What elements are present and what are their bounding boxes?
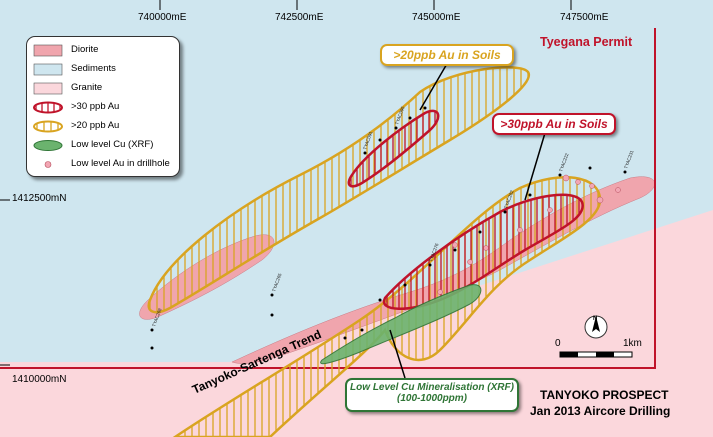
callout-cu-leader <box>389 329 406 379</box>
drillhole-collars <box>150 106 627 350</box>
svg-text:TYAC282: TYAC282 <box>503 189 514 209</box>
easting-label: 740000mE <box>138 12 187 23</box>
northing-label: 1412500mN <box>12 193 67 204</box>
svg-text:TYAC231: TYAC231 <box>623 149 634 169</box>
callout-cu: Low Level Cu Mineralisation (XRF) (100-1… <box>345 378 519 412</box>
legend-item-diorite: Diorite <box>27 42 177 58</box>
easting-label: 745000mE <box>412 12 461 23</box>
callout-30ppb: >30ppb Au in Soils <box>492 113 616 135</box>
scale-bar <box>559 351 633 358</box>
cu-anomaly <box>320 284 482 365</box>
svg-text:TYAC222: TYAC222 <box>558 152 569 172</box>
map-legend: Diorite Sediments Granite >30 ppb Au >20… <box>26 36 180 177</box>
scale-start-label: 0 <box>555 338 561 349</box>
legend-item-au20: >20 ppb Au <box>27 118 177 134</box>
legend-item-granite: Granite <box>27 80 177 96</box>
north-letter: N <box>593 316 598 322</box>
legend-item-cu: Low level Cu (XRF) <box>27 137 177 153</box>
callout-20ppb-leader <box>419 61 449 111</box>
legend-item-sediments: Sediments <box>27 61 177 77</box>
legend-item-au-drillhole: Low level Au in drillhole <box>27 156 177 172</box>
au-20ppb-anomaly-north <box>147 66 531 314</box>
permit-boundary <box>0 28 656 369</box>
map-subtitle: Jan 2013 Aircore Drilling <box>530 404 671 418</box>
au-drillhole-dots <box>437 174 621 295</box>
callout-cu-line2: (100-1000ppm) <box>396 393 468 404</box>
svg-text:TYAC268: TYAC268 <box>151 307 162 327</box>
drillhole-ids: TYAC091 TYAC095 TYAC265 TYAC268 TYAC276 … <box>151 105 634 327</box>
au-30ppb-anomaly-north <box>347 109 440 188</box>
svg-text:TYAC095: TYAC095 <box>394 105 405 125</box>
svg-text:TYAC276: TYAC276 <box>428 242 439 262</box>
callout-30ppb-leader <box>524 132 546 201</box>
callout-cu-line1: Low Level Cu Mineralisation (XRF) <box>350 382 514 393</box>
northing-label: 1410000mN <box>12 374 67 385</box>
north-arrow-icon <box>584 315 608 339</box>
permit-label: Tyegana Permit <box>540 35 633 49</box>
svg-text:TYAC265: TYAC265 <box>271 272 282 292</box>
svg-text:TYAC091: TYAC091 <box>362 130 373 150</box>
callout-20ppb: >20ppb Au in Soils <box>380 44 514 66</box>
scale-end-label: 1km <box>623 338 642 349</box>
map-title: TANYOKO PROSPECT <box>540 388 669 402</box>
easting-label: 747500mE <box>560 12 609 23</box>
easting-label: 742500mE <box>275 12 324 23</box>
grid-ticks <box>0 0 572 366</box>
legend-item-au30: >30 ppb Au <box>27 99 177 115</box>
